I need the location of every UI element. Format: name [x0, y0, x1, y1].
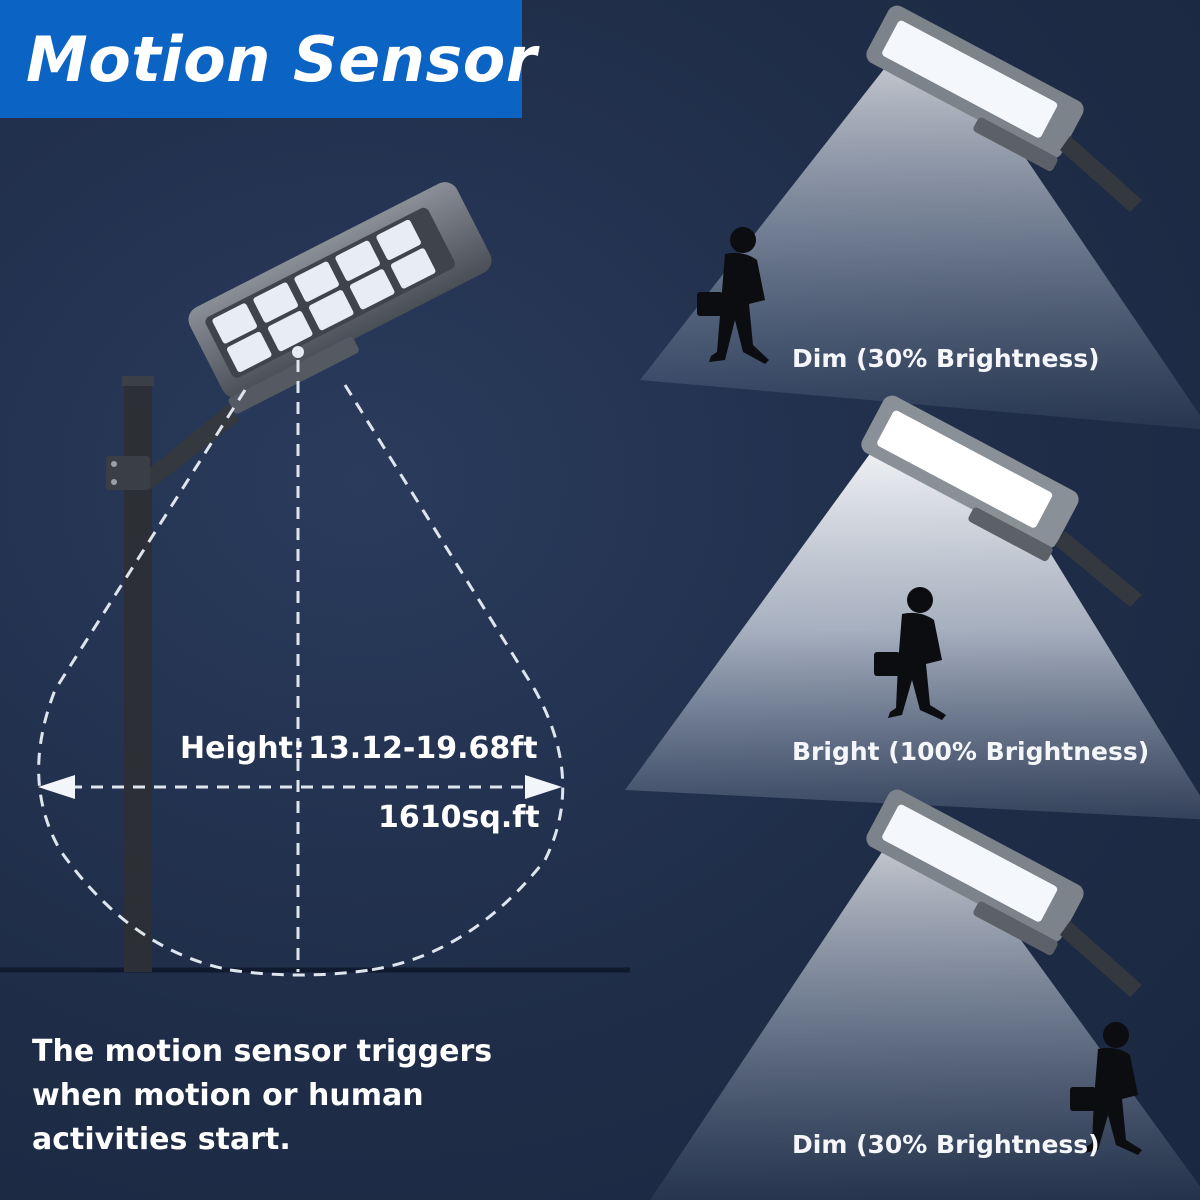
pole-cap [122, 376, 154, 386]
description-line: The motion sensor triggers [32, 1034, 493, 1069]
walking-person-icon-1 [697, 227, 769, 364]
mode-label-dim-2: Dim (30% Brightness) [792, 1130, 1100, 1159]
walking-person-icon-3 [1070, 1022, 1142, 1155]
light-beam-dim-1 [640, 55, 1200, 430]
title-banner: Motion Sensor [0, 0, 536, 118]
description-text: The motion sensor triggers when motion o… [32, 1030, 552, 1162]
height-label: Height: [180, 731, 305, 766]
area-value: 1610sq.ft [378, 800, 540, 835]
height-value: 13.12-19.68ft [308, 731, 538, 766]
light-beam-dim-2 [650, 840, 1200, 1200]
motion-sensor-dot [292, 346, 304, 358]
width-arrow [38, 775, 562, 799]
detection-zone [37, 360, 565, 977]
pole-bracket [106, 456, 150, 490]
mode-label-dim-1: Dim (30% Brightness) [792, 344, 1100, 373]
lamp-arm [150, 404, 240, 490]
walking-person-icon-2 [874, 587, 946, 720]
lamp-head-1 [866, 5, 1084, 172]
lamp-head-2 [861, 395, 1079, 562]
lamp-arm-3 [1060, 921, 1142, 997]
lamp-arm-1 [1060, 136, 1142, 212]
main-lamp-head [188, 182, 492, 414]
mode-label-bright: Bright (100% Brightness) [792, 737, 1150, 766]
description-line: activities start. [32, 1122, 291, 1157]
lamp-arm-2 [1055, 531, 1142, 607]
lamp-head-3 [866, 789, 1084, 956]
description-line: when motion or human [32, 1078, 424, 1113]
page-title: Motion Sensor [26, 22, 537, 96]
